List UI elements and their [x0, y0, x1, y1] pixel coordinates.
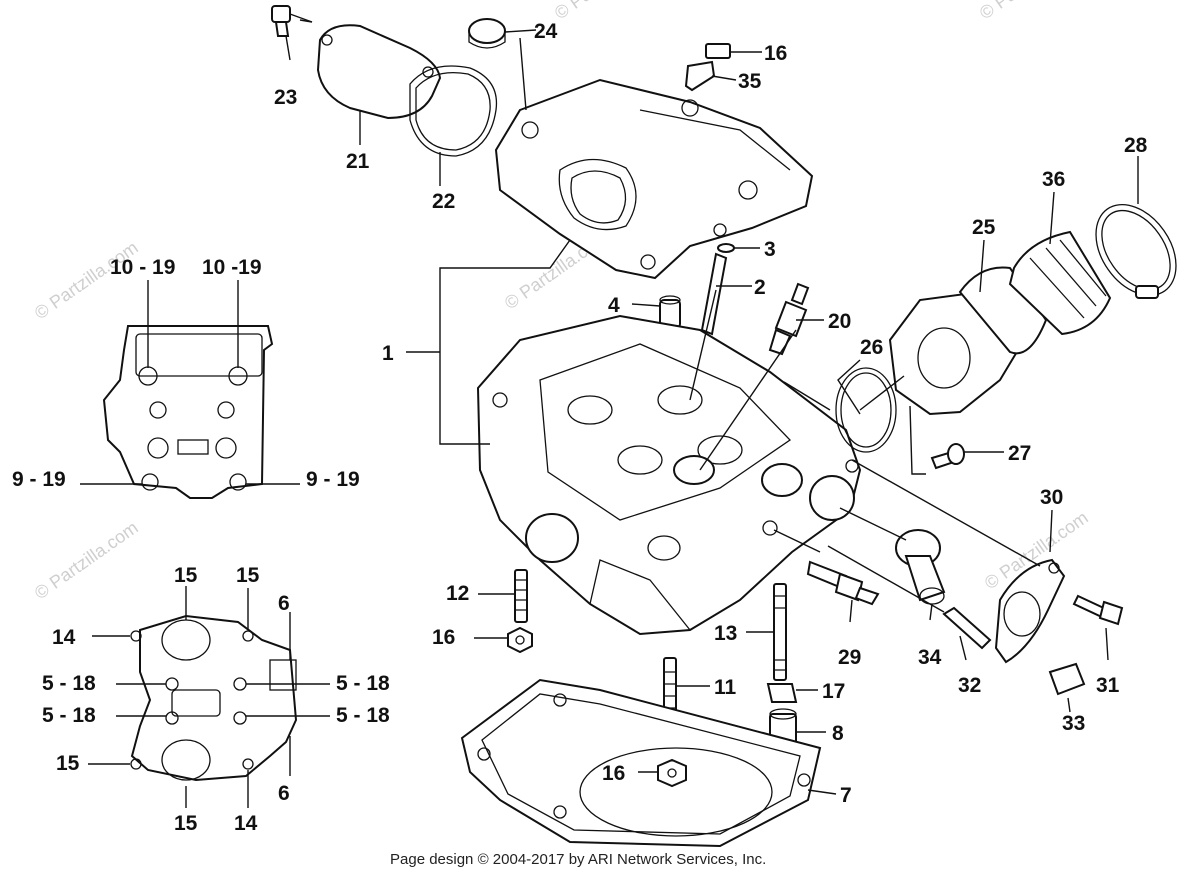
callout-20: 20: [828, 310, 851, 333]
part-28-clamp: [1095, 203, 1177, 299]
callout-27: 27: [1008, 442, 1031, 465]
inset-head-bottom-view: [130, 614, 298, 782]
part-2-pin: [700, 252, 728, 336]
callout-15-left: 15: [56, 752, 80, 775]
callout-15-bottom: 15: [174, 812, 198, 835]
callout-35: 35: [738, 70, 762, 93]
callout-23: 23: [274, 86, 297, 109]
part-32-stud: [942, 606, 992, 650]
part-31-bolt: [1072, 594, 1124, 626]
callout-6-top: 6: [278, 592, 290, 615]
part-29-temp-sensor: [806, 560, 880, 606]
part-22-gasket: [409, 65, 498, 157]
callout-labels: 23 21 22 24 16 35 1 3 2 4 20 26 25 36 28…: [12, 20, 1148, 835]
callout-22: 22: [432, 190, 455, 213]
callout-6-bottom: 6: [278, 782, 290, 805]
callout-17: 17: [822, 680, 845, 703]
callout-13: 13: [714, 622, 737, 645]
part-23-bolt: [271, 5, 313, 37]
callout-5-18-d: 5 - 18: [336, 704, 390, 727]
callout-16-lower: 16: [602, 762, 625, 785]
part-30-housing: [994, 558, 1066, 664]
part-26-o-ring: [835, 367, 897, 453]
callout-21: 21: [346, 150, 370, 173]
callout-28: 28: [1124, 134, 1148, 157]
part-12-stud: [514, 569, 528, 623]
part-33-collar: [1048, 662, 1086, 696]
part-27-screw: [930, 443, 965, 470]
part-24-plug: [468, 18, 506, 49]
part-3-clip: [717, 243, 735, 253]
watermark: © Partzilla.com: [976, 0, 1087, 23]
callout-12: 12: [446, 582, 469, 605]
callout-1: 1: [382, 342, 394, 365]
callout-29: 29: [838, 646, 861, 669]
callout-24: 24: [534, 20, 558, 43]
part-16-bolt-top: [705, 43, 731, 59]
callout-15-top-left: 15: [174, 564, 198, 587]
part-cam-holder: [494, 78, 814, 280]
callout-5-18-c: 5 - 18: [336, 672, 390, 695]
part-34-thermostat: [895, 529, 946, 605]
part-7-head-gasket: [460, 678, 822, 848]
callout-33: 33: [1062, 712, 1085, 735]
callout-16-left: 16: [432, 626, 455, 649]
callout-9-19-left: 9 - 19: [12, 468, 66, 491]
part-36-rubber-boot: [1008, 230, 1112, 336]
part-17-washer: [766, 683, 798, 703]
callout-7: 7: [840, 784, 852, 807]
callout-14-left: 14: [52, 626, 76, 649]
watermark: © Partzilla.com: [551, 0, 662, 23]
callout-5-18-a: 5 - 18: [42, 672, 96, 695]
leader-lines: [80, 19, 1139, 808]
callout-5-18-b: 5 - 18: [42, 704, 96, 727]
part-1-cylinder-head: [476, 314, 862, 636]
callout-36: 36: [1042, 168, 1065, 191]
callout-15-top-right: 15: [236, 564, 260, 587]
footer-copyright: Page design © 2004-2017 by ARI Network S…: [390, 851, 766, 868]
callout-26: 26: [860, 336, 883, 359]
callout-3: 3: [764, 238, 776, 261]
callout-10-19-left: 10 - 19: [110, 256, 175, 279]
part-35-bolt: [684, 60, 716, 92]
callout-9-19-right: 9 - 19: [306, 468, 360, 491]
callout-14-bottom: 14: [234, 812, 258, 835]
callout-11: 11: [714, 676, 737, 699]
inset-head-top-view: [102, 325, 274, 499]
watermark: © Partzilla.com: [31, 237, 142, 323]
callout-2: 2: [754, 276, 766, 299]
part-21-cover: [316, 24, 442, 120]
callout-25: 25: [972, 216, 996, 239]
part-13-stud: [773, 583, 787, 681]
part-25-intake-pipe: [888, 266, 1048, 416]
callout-31: 31: [1096, 674, 1120, 697]
part-20-spark-plug: [768, 282, 810, 356]
callout-4: 4: [608, 294, 620, 317]
part-16-nut-lower: [657, 758, 687, 788]
callout-10-19-right: 10 -19: [202, 256, 262, 279]
part-16-nut-left: [507, 626, 533, 654]
callout-32: 32: [958, 674, 981, 697]
callout-16-top: 16: [764, 42, 787, 65]
callout-30: 30: [1040, 486, 1063, 509]
callout-8: 8: [832, 722, 844, 745]
watermark: © Partzilla.com: [31, 517, 142, 603]
callout-34: 34: [918, 646, 942, 669]
